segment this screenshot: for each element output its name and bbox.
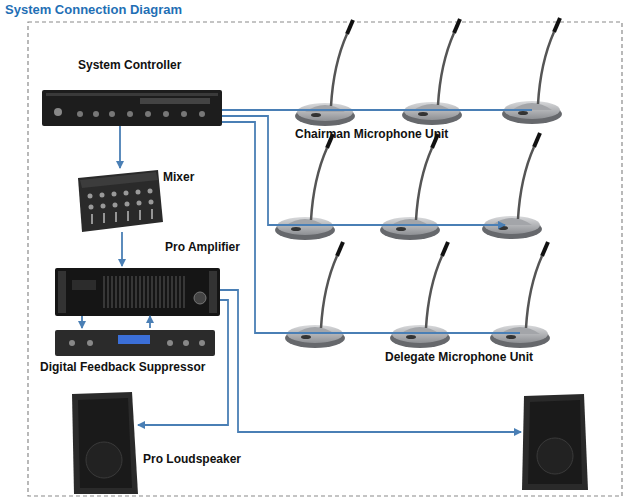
device-label: Pro Loudspeaker xyxy=(143,452,241,466)
device-node: Digital Feedback Suppressor xyxy=(55,328,215,356)
device-label: System Controller xyxy=(78,58,181,72)
signal-wire xyxy=(121,232,123,266)
device-label: Pro Amplifier xyxy=(165,240,240,254)
device-node: Mixer xyxy=(75,168,160,232)
diagram-title: System Connection Diagram xyxy=(5,2,182,18)
device-label: Chairman Microphone Unit xyxy=(295,127,448,141)
device-node: Pro Amplifier xyxy=(55,266,220,316)
signal-wire xyxy=(149,316,151,328)
signal-wire xyxy=(222,122,280,333)
signal-wire xyxy=(81,316,83,328)
device-label: Delegate Microphone Unit xyxy=(385,350,533,364)
device-node: System Controller xyxy=(42,88,222,126)
signal-wire xyxy=(222,109,285,111)
device-label: Digital Feedback Suppressor xyxy=(40,360,205,374)
signal-wire xyxy=(119,126,121,168)
device-node: Delegate Microphone Unit xyxy=(280,155,555,347)
device-label: Mixer xyxy=(163,170,194,184)
device-node: Chairman Microphone Unit xyxy=(285,30,550,125)
device-node: Pro Loudspeaker xyxy=(72,392,138,494)
